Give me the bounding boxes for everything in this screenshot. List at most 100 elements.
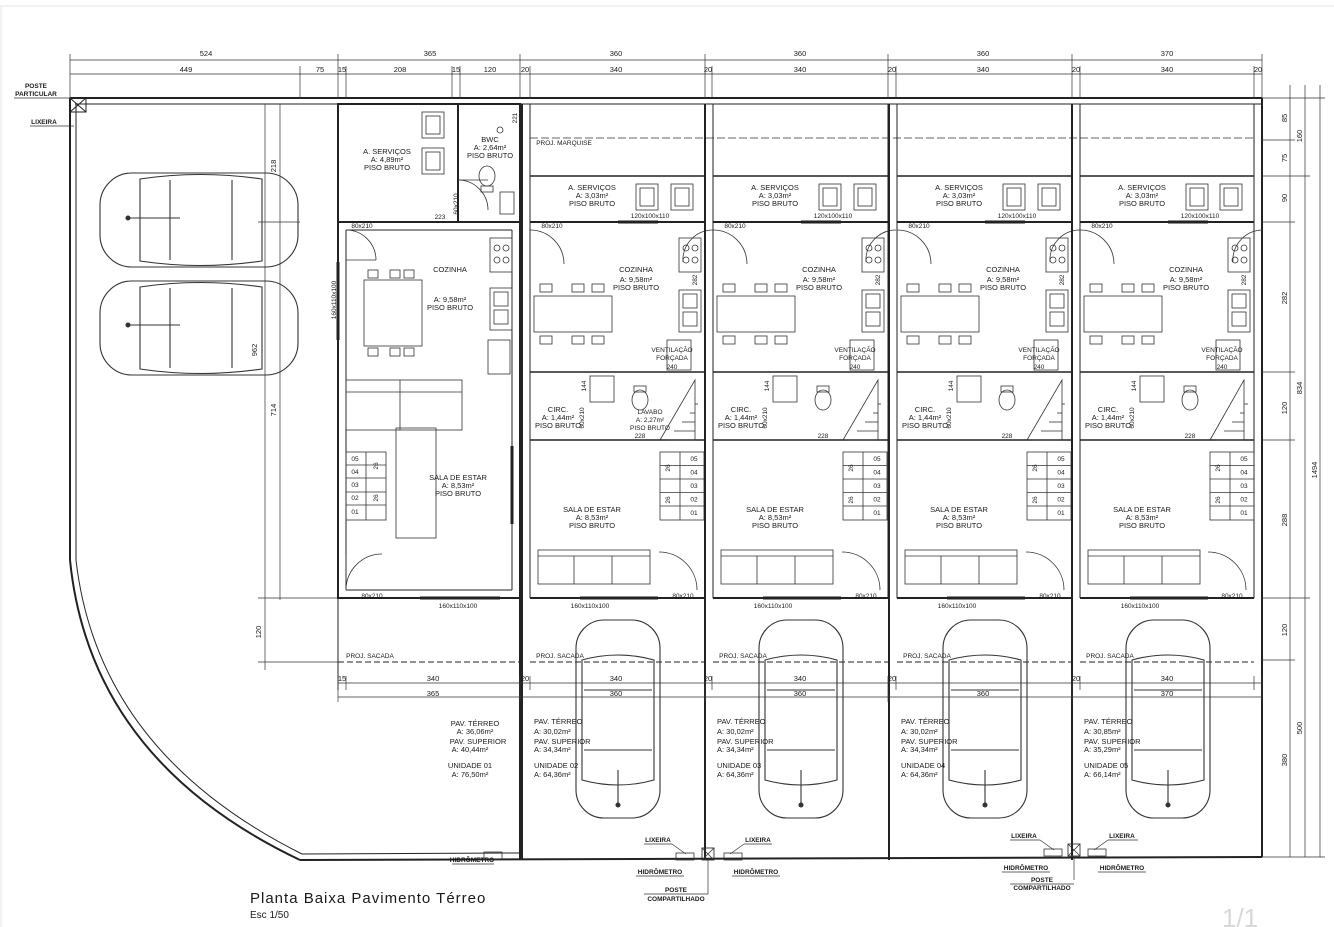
- u4-pav-superior: PAV. SUPERIOR: [901, 737, 958, 746]
- u4-sala-name: SALA DE ESTAR: [930, 505, 988, 514]
- drawing-title: Planta Baixa Pavimento Térreo: [250, 890, 486, 907]
- u2-circ-area: A: 1,44m²: [542, 413, 575, 422]
- hidrometro-label-1: HIDRÔMETRO: [450, 855, 494, 864]
- u5-step-05: 05: [1240, 456, 1248, 463]
- u1-sala-area: A: 8,53m²: [442, 481, 475, 490]
- u1-bwc-name: BWC: [481, 135, 499, 144]
- u4-dim-228: 228: [1002, 433, 1013, 440]
- hidrometro-label-3: HIDRÔMETRO: [734, 867, 778, 876]
- dim-bottom-340-d: 340: [1161, 674, 1174, 683]
- u1-servicos-area: A: 4,89m²: [371, 155, 404, 164]
- dim-left-714: 714: [269, 404, 278, 417]
- u2-circ-name: CIRC.: [548, 405, 568, 414]
- dim-top-340-a: 340: [610, 65, 623, 74]
- u2-window-back: 120x100x110: [631, 213, 670, 220]
- u3-tread-b: 26: [848, 496, 855, 504]
- dim-top-15-a: 15: [338, 65, 346, 74]
- dim-top-20-e: 20: [1254, 65, 1262, 74]
- u1-cozinha-floor: PISO BRUTO: [427, 303, 473, 312]
- dim-right-834: 834: [1295, 382, 1304, 395]
- u3-pav-terreo: PAV. TÉRREO: [717, 717, 766, 726]
- u1-unidade-area: A: 76,50m²: [452, 770, 489, 779]
- u5-car: [1125, 619, 1211, 819]
- u5-circ-area: A: 1,44m²: [1092, 413, 1125, 422]
- u5-step-01: 01: [1240, 510, 1248, 517]
- u3-dim-282: 282: [875, 274, 882, 285]
- u2-pav-terreo-area: A: 30,02m²: [534, 727, 571, 736]
- u5-cozinha-floor: PISO BRUTO: [1163, 283, 1209, 292]
- u5-pav-terreo: PAV. TÉRREO: [1084, 717, 1133, 726]
- dim-bottom-20-a: 20: [521, 674, 529, 683]
- u4-door-top: 80x210: [908, 223, 930, 230]
- u1-dim-223: 223: [435, 214, 446, 221]
- u2-cozinha-floor: PISO BRUTO: [613, 283, 659, 292]
- dim-top-360-c: 360: [977, 49, 990, 58]
- poste-compartilhado-2-label-1: POSTE: [1031, 877, 1054, 884]
- dim-right-75: 75: [1280, 154, 1289, 162]
- u5-door-top: 80x210: [1091, 223, 1113, 230]
- dim-top-75: 75: [316, 65, 324, 74]
- u1-proj-sacada: PROJ. SACADA: [346, 653, 394, 660]
- u1-window-side: 160x110x100: [331, 280, 338, 319]
- lixeira-label-4: LIXEIRA: [1011, 833, 1037, 840]
- u3-ventilacao-1: VENTILAÇÃO: [834, 345, 875, 354]
- car-parking-1: [99, 172, 299, 268]
- dim-top-340-c: 340: [977, 65, 990, 74]
- u5-ventilacao-1: VENTILAÇÃO: [1201, 345, 1242, 354]
- dim-bottom-360-a: 360: [610, 689, 623, 698]
- u3-circ-name: CIRC.: [731, 405, 751, 414]
- u3-car: [758, 619, 844, 819]
- dim-bottom-365: 365: [427, 689, 440, 698]
- u4-circ-floor: PISO BRUTO: [902, 421, 948, 430]
- u2-ventilacao-2: FORÇADA: [656, 355, 688, 362]
- u1-sala-name: SALA DE ESTAR: [429, 473, 487, 482]
- u5-servicos-floor: PISO BRUTO: [1119, 199, 1165, 208]
- u5-tread-b: 26: [1215, 496, 1222, 504]
- u4-unidade-area: A: 64,36m²: [901, 770, 938, 779]
- u2-dim-282: 282: [692, 274, 699, 285]
- poste-particular-label-1: POSTE: [25, 83, 48, 90]
- u2-cozinha-area: A: 9,58m²: [620, 275, 653, 284]
- u1-unidade-name: UNIDADE 01: [448, 761, 492, 770]
- hidrometro-label-4: HIDRÔMETRO: [1004, 863, 1048, 872]
- u2-vent-dim: 240: [667, 364, 678, 371]
- dim-top-20-a: 20: [521, 65, 529, 74]
- dim-bottom-360-b: 360: [794, 689, 807, 698]
- u3-window-back: 120x100x110: [814, 213, 853, 220]
- dim-bottom-340-c: 340: [794, 674, 807, 683]
- u5-circ-name: CIRC.: [1098, 405, 1118, 414]
- dim-right-120-b: 120: [1280, 624, 1289, 637]
- dim-bottom-340-b: 340: [610, 674, 623, 683]
- dim-bottom-15: 15: [338, 674, 346, 683]
- u1-step-03: 03: [351, 482, 359, 489]
- u3-dim-228: 228: [818, 433, 829, 440]
- dim-left-120: 120: [254, 626, 263, 639]
- unit-01-fixtures: [345, 111, 515, 591]
- u5-dim-144: 144: [1131, 380, 1138, 391]
- street-callouts: HIDRÔMETRO LIXEIRA LIXEIRA HIDRÔMETRO HI…: [450, 833, 1146, 903]
- u2-step-04: 04: [690, 470, 698, 477]
- u5-servicos-area: A: 3,03m²: [1126, 191, 1159, 200]
- u2-tread-b: 26: [665, 496, 672, 504]
- dim-right-1494: 1494: [1310, 462, 1319, 479]
- left-dimension-lines: [258, 104, 340, 670]
- u5-pav-superior-area: A: 35,29m²: [1084, 745, 1121, 754]
- u3-servicos-floor: PISO BRUTO: [752, 199, 798, 208]
- u3-cozinha-area: A: 9,58m²: [803, 275, 836, 284]
- u5-step-04: 04: [1240, 470, 1248, 477]
- u4-cozinha-floor: PISO BRUTO: [980, 283, 1026, 292]
- u2-servicos-name: A. SERVIÇOS: [568, 183, 616, 192]
- dim-bottom-20-b: 20: [704, 674, 712, 683]
- top-dimension-labels: 524 365 360 360 360 370 449 75 15 208 15…: [180, 49, 1262, 74]
- u3-sala-area: A: 8,53m²: [759, 513, 792, 522]
- lixeira-label-left: LIXEIRA: [31, 119, 57, 126]
- u1-servicos-floor: PISO BRUTO: [364, 163, 410, 172]
- u4-tread-b: 26: [1032, 496, 1039, 504]
- u4-proj-sacada: PROJ. SACADA: [903, 653, 951, 660]
- u1-tread-26-b: 26: [373, 494, 380, 502]
- dim-top-370: 370: [1161, 49, 1174, 58]
